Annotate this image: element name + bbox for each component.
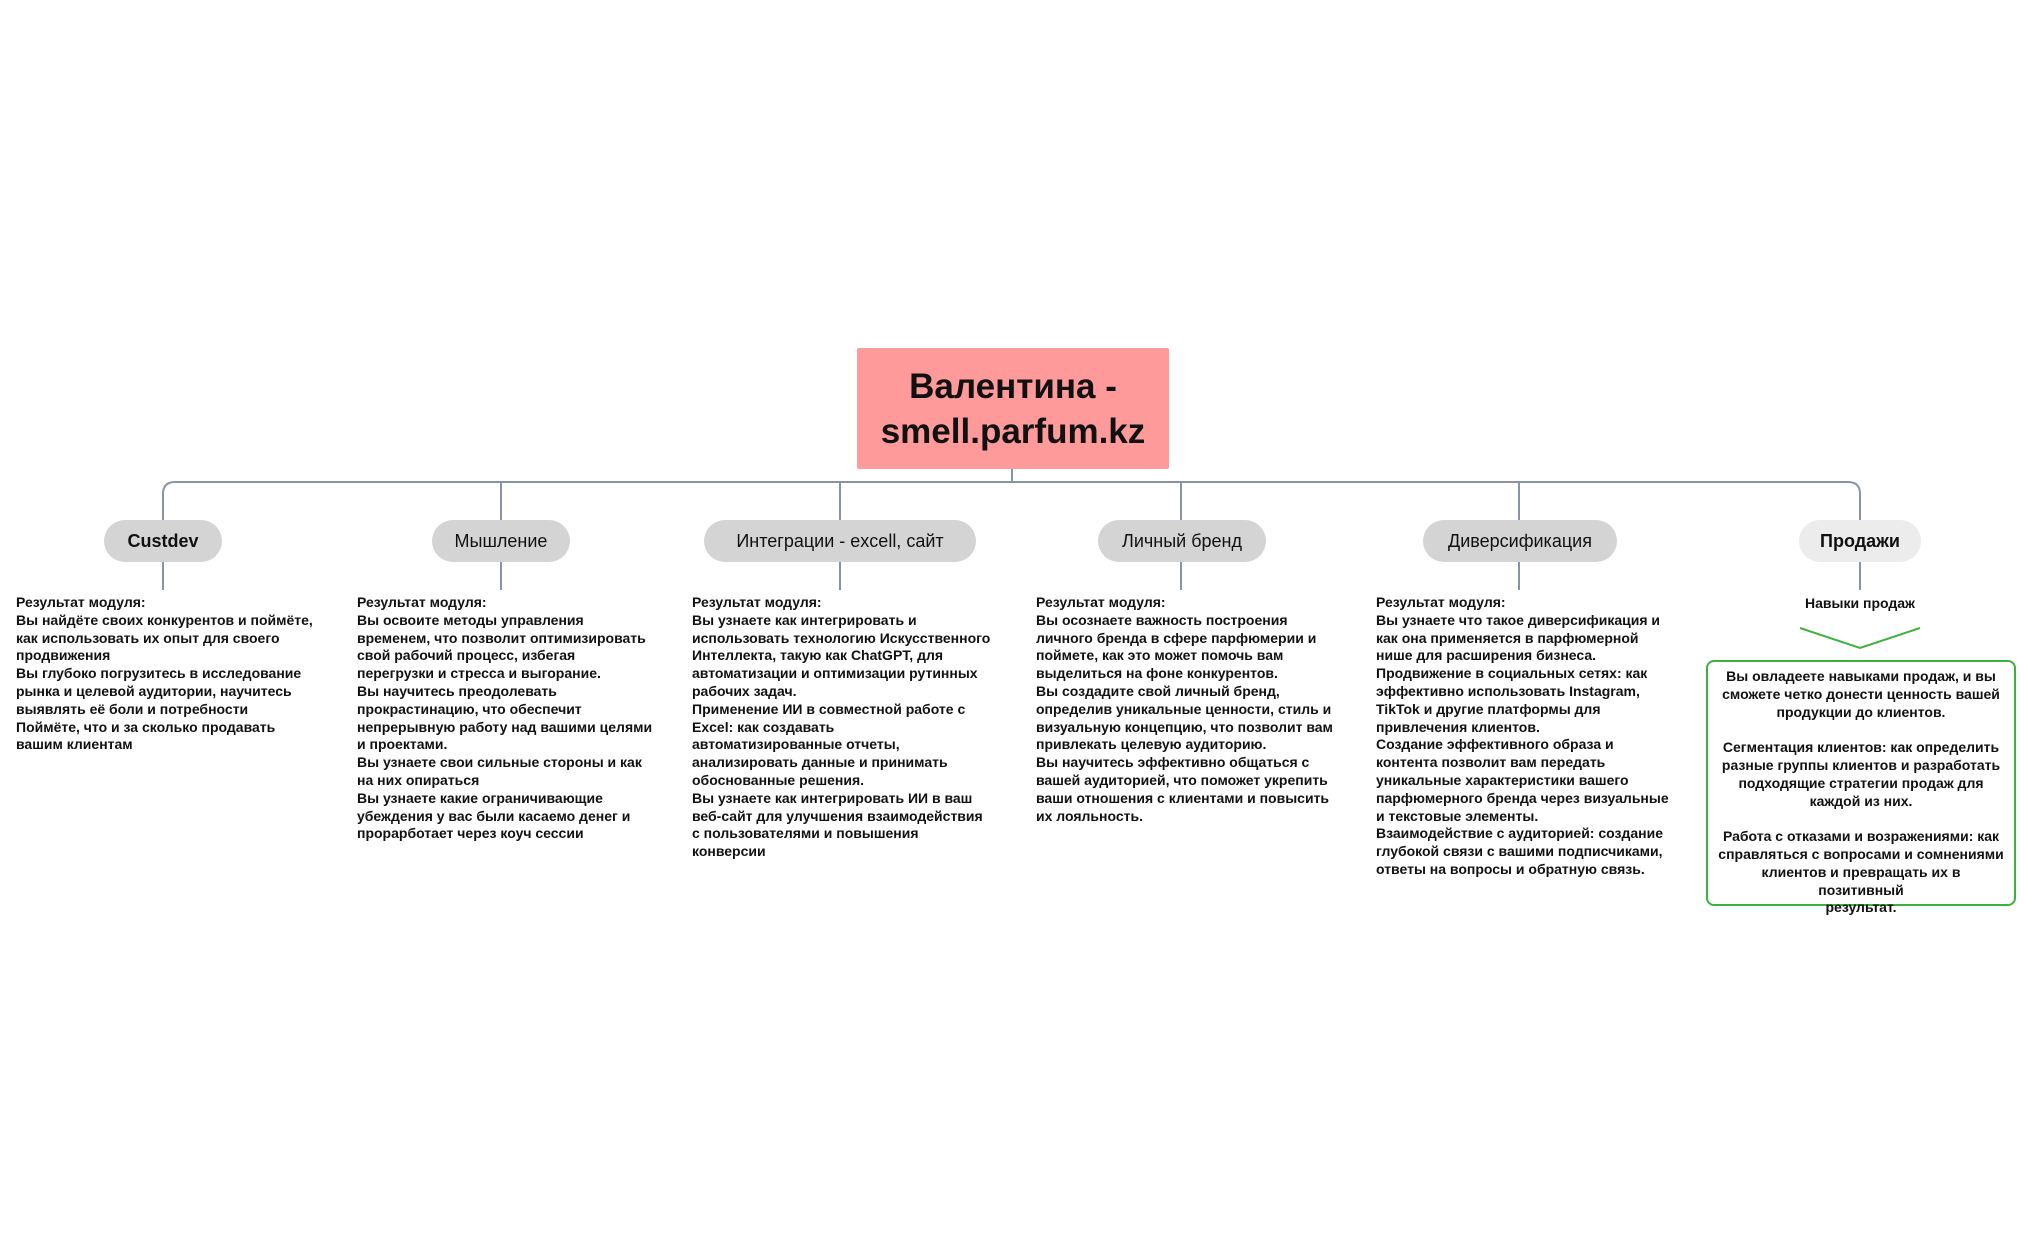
branch-integrations[interactable]: Интеграции - excell, сайт	[704, 520, 976, 562]
branch-custdev[interactable]: Custdev	[104, 520, 222, 562]
connector-bus-left	[162, 481, 1012, 520]
sales-subtopic: Навыки продаж	[1805, 595, 1915, 611]
module-text-diversification: Результат модуля: Вы узнаете что такое д…	[1376, 594, 1669, 877]
root-title: Валентина - smell.parfum.kz	[880, 366, 1146, 451]
branch-diversification[interactable]: Диверсификация	[1423, 520, 1617, 562]
sales-brace	[1799, 627, 1921, 650]
module-text-personal-brand: Результат модуля: Вы осознаете важность …	[1036, 594, 1333, 824]
connector-bus-right	[1012, 481, 1861, 520]
sales-detail-box: Вы овладеете навыками продаж, и вы сможе…	[1706, 660, 2016, 915]
module-text-custdev: Результат модуля: Вы найдёте своих конку…	[16, 594, 313, 753]
module-text-mindset: Результат модуля: Вы освоите методы упра…	[357, 594, 653, 842]
branch-mindset[interactable]: Мышление	[432, 520, 570, 562]
branch-personal-brand[interactable]: Личный бренд	[1098, 520, 1266, 562]
module-text-integrations: Результат модуля: Вы узнаете как интегри…	[692, 594, 991, 860]
branch-sales[interactable]: Продажи	[1799, 520, 1921, 562]
root-node[interactable]: Валентина - smell.parfum.kz	[857, 348, 1169, 469]
